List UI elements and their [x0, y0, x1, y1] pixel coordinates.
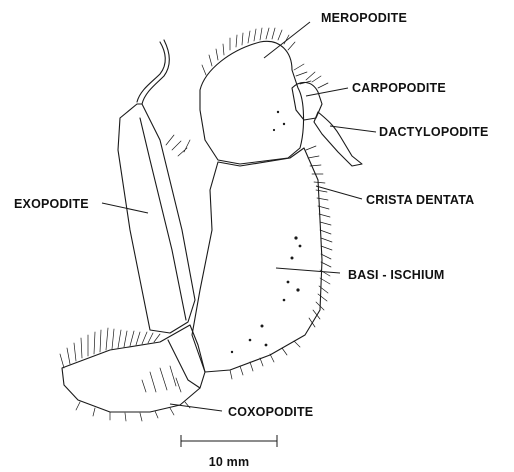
label-exopodite: EXOPODITE: [14, 197, 89, 211]
leader-basi-ischium: [276, 268, 340, 273]
scale-bar: 10 mm: [181, 435, 277, 469]
label-basi-ischium: BASI - ISCHIUM: [348, 268, 445, 282]
scale-bar-label: 10 mm: [209, 455, 250, 469]
basi-ischium-segment: [192, 148, 322, 372]
leader-carpopodite: [306, 88, 348, 96]
label-meropodite: MEROPODITE: [321, 11, 407, 25]
label-carpopodite: CARPOPODITE: [352, 81, 446, 95]
labels: MEROPODITE CARPOPODITE DACTYLOPODITE EXO…: [14, 11, 489, 419]
stipple-marks: [231, 111, 302, 353]
coxopodite-segment: [62, 325, 205, 412]
setae: [60, 28, 332, 421]
leader-exopodite: [102, 203, 148, 213]
leader-coxopodite: [170, 404, 222, 411]
label-crista-dentata: CRISTA DENTATA: [366, 193, 474, 207]
label-dactylopodite: DACTYLOPODITE: [379, 125, 489, 139]
exopodite-segment: [118, 104, 195, 333]
dactylopodite-segment: [314, 112, 362, 166]
label-coxopodite: COXOPODITE: [228, 405, 313, 419]
meropodite-segment: [200, 41, 304, 164]
flagellum: [137, 42, 165, 102]
leader-lines: [102, 22, 376, 411]
leader-crista-dentata: [316, 186, 362, 199]
appendage-drawing: [60, 28, 362, 421]
